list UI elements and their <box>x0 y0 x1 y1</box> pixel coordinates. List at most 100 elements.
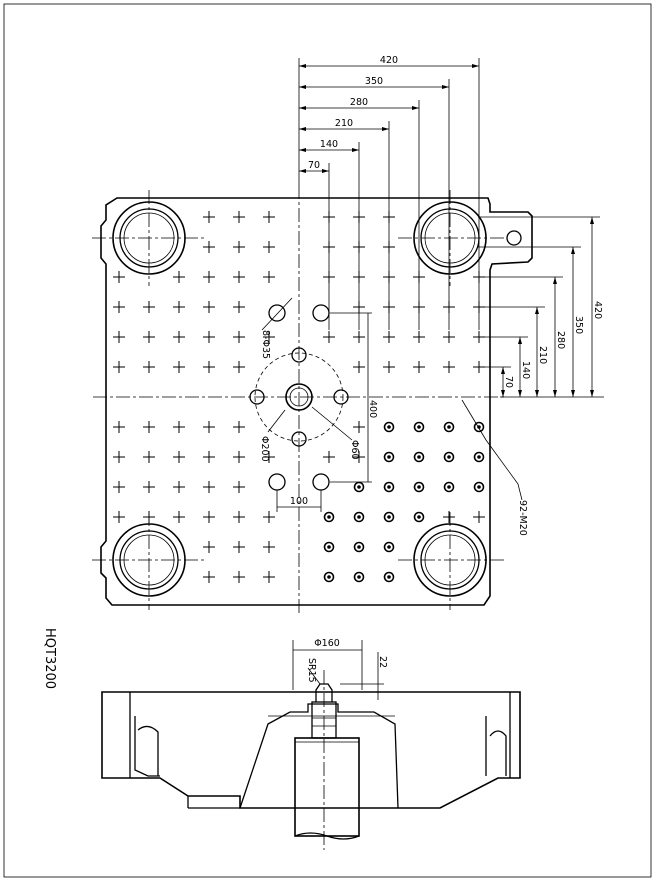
plus-mark <box>113 301 125 313</box>
plus-mark <box>203 421 215 433</box>
plus-mark <box>263 331 275 343</box>
plus-mark <box>233 571 245 583</box>
dim-label: 420 <box>380 55 398 66</box>
model-name: HQT3200 <box>42 628 57 689</box>
bolt-hole <box>312 473 330 491</box>
leader-pcd <box>267 409 286 433</box>
threaded-hole <box>383 421 395 433</box>
threaded-hole <box>443 481 455 493</box>
dim-label: 280 <box>555 331 566 349</box>
platen-section-view <box>101 640 521 850</box>
label-depth: 22 <box>377 656 388 668</box>
plus-mark <box>173 361 185 373</box>
plus-mark <box>263 511 275 523</box>
threaded-hole <box>413 451 425 463</box>
threaded-hole <box>413 481 425 493</box>
threaded-hole <box>473 481 485 493</box>
leader-holes <box>261 297 293 331</box>
plus-mark <box>143 421 155 433</box>
bolt-hole <box>312 304 330 322</box>
bolt-hole <box>268 473 286 491</box>
plus-mark <box>233 331 245 343</box>
plus-mark <box>203 301 215 313</box>
tie-bar-top-right <box>398 190 505 286</box>
threaded-hole <box>413 421 425 433</box>
plus-mark <box>233 511 245 523</box>
threaded-hole <box>413 511 425 523</box>
label-spacing-v: 400 <box>367 400 378 418</box>
ejector-hole <box>291 431 307 447</box>
tie-bar-top-left <box>92 190 205 286</box>
plus-mark <box>383 361 395 373</box>
plus-mark <box>413 361 425 373</box>
plus-mark <box>443 361 455 373</box>
plus-mark <box>203 241 215 253</box>
plus-mark <box>263 241 275 253</box>
plus-mark <box>143 361 155 373</box>
plus-mark <box>173 271 185 283</box>
central-boss <box>239 703 399 809</box>
mounting-hole-grid <box>113 211 485 583</box>
label-holes: 8-Φ35 <box>260 330 271 359</box>
plus-mark <box>173 301 185 313</box>
threaded-hole <box>323 541 335 553</box>
plus-mark <box>233 451 245 463</box>
plus-mark <box>173 331 185 343</box>
plus-mark <box>143 451 155 463</box>
section-outline <box>101 691 521 809</box>
plus-mark <box>233 211 245 223</box>
plus-mark <box>353 421 365 433</box>
dim-label: 350 <box>573 316 584 334</box>
threaded-hole <box>323 571 335 583</box>
threaded-hole <box>473 451 485 463</box>
sheet-border <box>3 3 652 878</box>
plus-mark <box>173 451 185 463</box>
plus-mark <box>113 331 125 343</box>
threaded-hole <box>383 481 395 493</box>
dim-label: 70 <box>308 160 320 171</box>
label-nozzle-dia: Φ160 <box>314 638 340 649</box>
threaded-hole-grid <box>323 421 485 583</box>
plus-mark <box>233 421 245 433</box>
plus-mark <box>113 421 125 433</box>
plus-mark <box>143 511 155 523</box>
dim-label: 280 <box>350 97 368 108</box>
dim-label: 70 <box>503 376 514 388</box>
plus-mark <box>263 271 275 283</box>
threaded-hole <box>383 571 395 583</box>
leader-threads <box>461 399 523 501</box>
threaded-hole <box>353 511 365 523</box>
plus-mark <box>233 361 245 373</box>
plus-mark <box>113 511 125 523</box>
plus-mark <box>263 571 275 583</box>
label-bore: Φ60 <box>349 440 360 460</box>
plus-mark <box>323 451 335 463</box>
plus-mark <box>263 541 275 553</box>
plus-mark <box>443 511 455 523</box>
plus-mark <box>203 541 215 553</box>
label-spacing-h: 100 <box>290 496 308 507</box>
threaded-hole <box>353 481 365 493</box>
center-locating-ring <box>249 347 349 447</box>
plus-mark <box>203 511 215 523</box>
plus-mark <box>263 211 275 223</box>
threaded-hole <box>323 511 335 523</box>
threaded-hole <box>353 571 365 583</box>
plus-mark <box>263 451 275 463</box>
plus-mark <box>113 361 125 373</box>
plus-mark <box>473 511 485 523</box>
lug-hole <box>506 230 522 246</box>
label-threads: 92-M20 <box>517 500 528 536</box>
threaded-hole <box>353 541 365 553</box>
dim-label: 420 <box>592 301 603 319</box>
plus-mark <box>413 331 425 343</box>
ejector-hole <box>333 389 349 405</box>
threaded-hole <box>383 511 395 523</box>
plus-mark <box>353 451 365 463</box>
ejector-hole <box>291 347 307 363</box>
plus-mark <box>353 331 365 343</box>
plus-mark <box>233 271 245 283</box>
